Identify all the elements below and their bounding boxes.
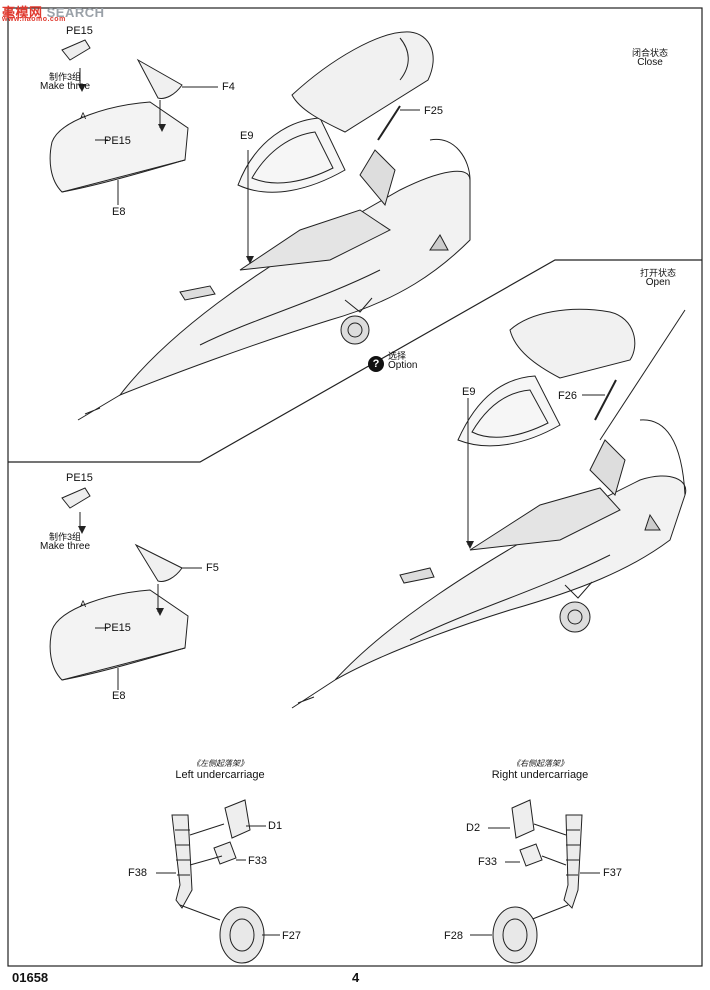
state-close-label: 闭合状态 Close (632, 48, 668, 68)
state-open-cn: 打开状态 (640, 268, 677, 278)
left-undercarriage-title: 《左侧起落架》 Left undercarriage (150, 758, 290, 781)
part-label-f25: F25 (424, 105, 443, 117)
page-border (7, 7, 703, 967)
make-three-cn-b: 制作3组 (49, 532, 82, 542)
strut-f26 (594, 379, 617, 421)
part-label-e8-b: E8 (112, 690, 126, 702)
part-label-d1: D1 (268, 820, 283, 832)
right-gear-drawing (470, 799, 600, 964)
watermark-logo-en: SEARCH (46, 5, 105, 20)
part-e8-b (49, 589, 189, 681)
make-three-cn: 制作3组 (49, 72, 82, 82)
option-icon: ? (368, 356, 384, 372)
part-label-pe15-inner-b: PE15 (104, 622, 131, 634)
page-number: 4 (352, 970, 360, 985)
canopy-open-e9 (457, 375, 561, 447)
make-three-note: 制作3组 Make three (40, 72, 90, 92)
make-three-en: Make three (40, 81, 91, 92)
watermark-logo-cn: 毫模网 (2, 5, 43, 20)
part-label-pe15: PE15 (66, 25, 93, 37)
left-gear-drawing (156, 799, 280, 964)
fuselage-open (291, 419, 687, 709)
part-label-d2: D2 (466, 822, 481, 834)
state-open-en: Open (645, 277, 671, 288)
right-undercarriage-en: Right undercarriage (491, 769, 589, 781)
state-close-en: Close (637, 57, 663, 68)
part-label-e9: E9 (240, 130, 254, 142)
fuselage-closed (77, 138, 471, 421)
watermark-url: www.haomo.com (2, 16, 66, 23)
canopy-open-rear (509, 308, 636, 379)
part-label-f38: F38 (128, 867, 147, 879)
arrow-letter-a: A (80, 111, 87, 121)
make-three-note-b: 制作3组 Make three (40, 532, 90, 552)
part-label-f33-left: F33 (248, 855, 267, 867)
part-label-f4: F4 (222, 81, 235, 93)
part-label-f27: F27 (282, 930, 301, 942)
part-label-f33-right: F33 (478, 856, 497, 868)
kit-code: 01658 (12, 970, 49, 985)
option-label: 选择 Option (388, 351, 417, 371)
option-en: Option (388, 360, 418, 371)
strut-f25 (377, 105, 401, 141)
canopy-e9 (237, 117, 346, 193)
part-f5 (134, 543, 183, 582)
part-pe15-b (61, 487, 91, 509)
part-label-f28: F28 (444, 930, 463, 942)
part-pe15 (61, 39, 91, 61)
right-undercarriage-title: 《右侧起落架》 Right undercarriage (466, 758, 614, 781)
state-open-label: 打开状态 Open (640, 268, 676, 288)
make-three-en-b: Make three (40, 541, 91, 552)
left-undercarriage-en: Left undercarriage (175, 769, 265, 781)
part-label-pe15-b: PE15 (66, 472, 93, 484)
arrow-letter-a-b: A (80, 599, 87, 609)
part-label-f37: F37 (603, 867, 622, 879)
left-undercarriage-cn: 《左侧起落架》 (192, 759, 248, 768)
canopy-rear (291, 31, 434, 133)
part-label-pe15-inner: PE15 (104, 135, 131, 147)
state-close-cn: 闭合状态 (632, 48, 669, 58)
part-label-e9-open: E9 (462, 386, 476, 398)
part-label-f5: F5 (206, 562, 219, 574)
watermark-logo: 毫模网 SEARCH www.haomo.com (2, 2, 105, 23)
part-e8 (49, 101, 189, 193)
part-f4 (136, 58, 183, 99)
part-label-f26: F26 (558, 390, 577, 402)
right-undercarriage-cn: 《右侧起落架》 (512, 759, 568, 768)
part-label-e8: E8 (112, 206, 126, 218)
option-cn: 选择 (388, 351, 407, 361)
